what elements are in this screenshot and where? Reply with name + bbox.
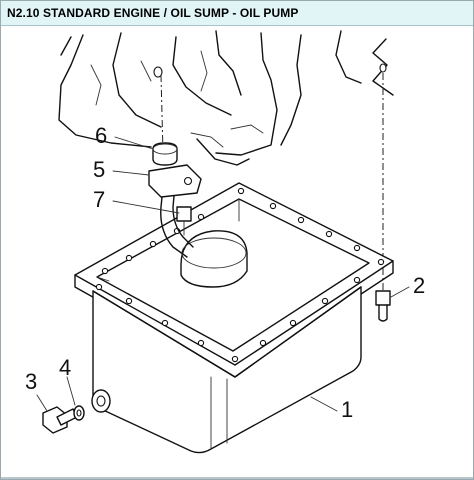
callout-2: 2	[413, 273, 425, 298]
oil-pump-pickup	[148, 142, 248, 288]
callout-1: 1	[341, 397, 353, 422]
leader-lines	[36, 136, 410, 412]
exploded-view-drawing: 6 5 7 2 1 3 4	[25, 30, 425, 454]
callout-6: 6	[95, 123, 107, 148]
callout-7: 7	[93, 187, 105, 212]
callout-5: 5	[93, 157, 105, 182]
sump-bolt	[375, 290, 391, 322]
engine-block	[58, 30, 394, 166]
bottom-rule	[1, 477, 473, 479]
pump-centerline	[160, 74, 164, 154]
drain-plug	[42, 406, 78, 434]
panel-header: N2.10 STANDARD ENGINE / OIL SUMP - OIL P…	[1, 1, 473, 26]
callout-4: 4	[59, 355, 71, 380]
sealing-washer	[73, 405, 85, 421]
pump-bolt	[176, 206, 192, 222]
page-title: N2.10 STANDARD ENGINE / OIL SUMP - OIL P…	[7, 6, 299, 20]
callout-3: 3	[25, 369, 37, 394]
pump-flange-plate	[148, 164, 202, 198]
flange-bolt-holes	[95, 187, 385, 363]
